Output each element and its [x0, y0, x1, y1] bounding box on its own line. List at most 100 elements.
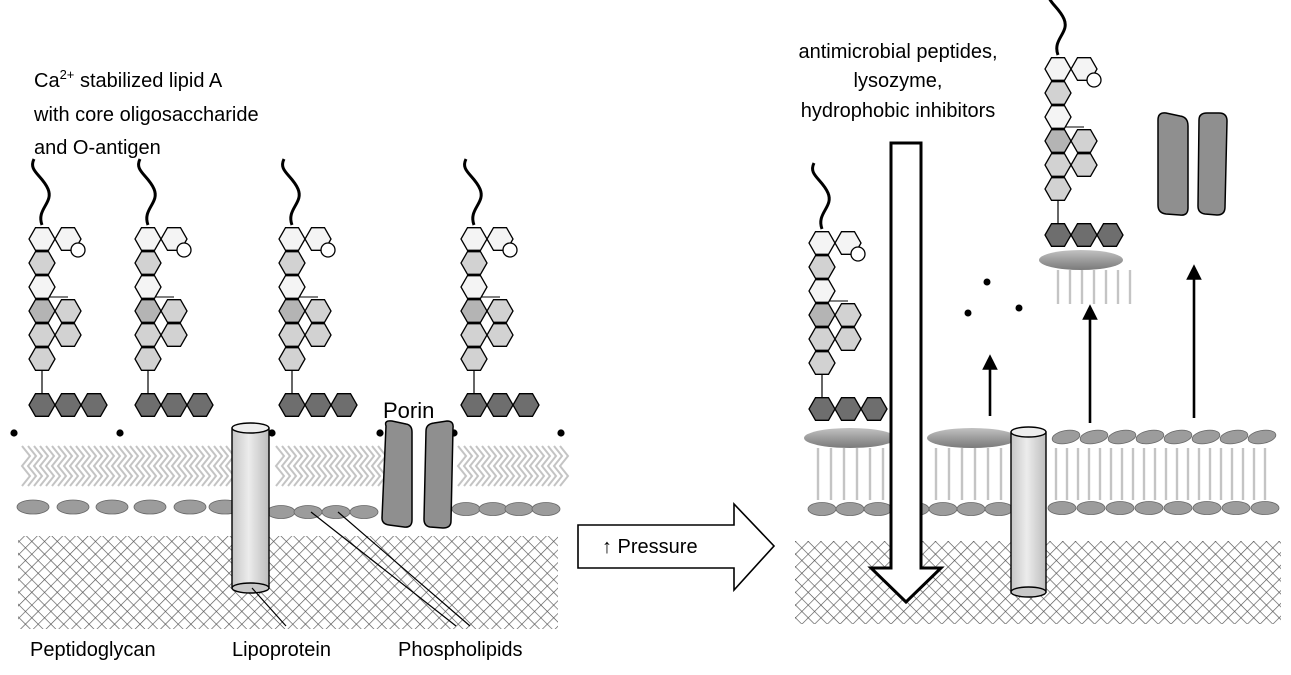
acyl-tail — [212, 445, 224, 487]
acyl-tail — [340, 445, 352, 487]
sugar-hexagon — [1044, 57, 1072, 81]
phospholipids-label: Phospholipids — [398, 639, 523, 661]
lps-molecule — [1044, 0, 1124, 247]
phospholipid-head — [1105, 501, 1135, 515]
porin-left — [381, 420, 454, 529]
phospholipid-head — [1191, 429, 1221, 445]
lipid-a-head — [927, 428, 1017, 448]
sugar-hexagon — [304, 393, 332, 417]
phospholipid-head — [478, 502, 508, 516]
sugar-hexagon — [54, 299, 82, 323]
lipid-a-head — [804, 428, 896, 448]
sugar-hexagon — [28, 299, 56, 323]
sugar-hexagon — [834, 397, 862, 421]
phospholipid-head — [1221, 501, 1251, 515]
sugar-hexagon — [808, 279, 836, 303]
peptidoglycan-label: Peptidoglycan — [30, 639, 156, 661]
calcium-ion — [557, 429, 565, 437]
sugar-hexagon — [134, 323, 162, 347]
acyl-tail — [310, 445, 322, 487]
sugar-hexagon — [304, 299, 332, 323]
lps-molecule — [460, 158, 540, 417]
acyl-tail — [540, 445, 552, 487]
acyl-tail — [152, 445, 164, 487]
sugar-hexagon — [28, 393, 56, 417]
acyl-tail — [334, 445, 346, 487]
lps-molecules-right — [808, 0, 1124, 421]
acyl-tail — [86, 445, 98, 487]
calcium-ion — [116, 429, 124, 437]
phospholipid-head — [531, 502, 561, 516]
acyl-tail — [176, 445, 188, 487]
acyl-tail — [104, 445, 116, 487]
acyl-tail — [504, 445, 516, 487]
sugar-ring — [502, 242, 518, 258]
sugar-hexagon — [134, 393, 162, 417]
sugar-hexagon — [278, 393, 306, 417]
left-panel: Ca2+ stabilized lipid A with core oligos… — [10, 67, 570, 661]
o-antigen-chain — [31, 158, 51, 226]
acyl-tail — [80, 445, 92, 487]
sugar-hexagon — [28, 275, 56, 299]
sugar-hexagon — [28, 323, 56, 347]
phospholipid-head — [293, 505, 323, 519]
acyl-tail — [370, 445, 382, 487]
sugar-hexagon — [80, 393, 108, 417]
phospholipid-head — [173, 499, 207, 515]
sugar-hexagon — [486, 323, 514, 347]
o-antigen-chain — [137, 158, 157, 226]
acyl-tail — [328, 445, 340, 487]
acyl-tail — [456, 445, 468, 487]
sugar-hexagon — [28, 347, 56, 371]
calcium-ion — [10, 429, 18, 437]
sugar-hexagon — [1070, 129, 1098, 153]
phospholipid-head — [266, 505, 296, 519]
acyl-tail — [510, 445, 522, 487]
phospholipid-head — [1047, 501, 1077, 515]
lipoprotein-right — [1010, 426, 1047, 598]
acyl-tail — [462, 445, 474, 487]
acyl-tail — [68, 445, 80, 487]
sugar-hexagon — [1044, 105, 1072, 129]
sugar-hexagon — [460, 347, 488, 371]
sugar-hexagon — [134, 227, 162, 251]
acyl-tail — [116, 445, 128, 487]
lps-molecules-left — [10, 158, 565, 437]
sugar-hexagon — [460, 393, 488, 417]
acyl-tail — [92, 445, 104, 487]
acyl-tail — [322, 445, 334, 487]
acyl-tail — [492, 445, 504, 487]
sugar-ring — [850, 246, 866, 262]
acyl-tail — [158, 445, 170, 487]
acyl-tail — [364, 445, 376, 487]
phospholipid-head — [1079, 429, 1109, 445]
acyl-tail — [346, 445, 358, 487]
sugar-hexagon — [278, 323, 306, 347]
sugar-hexagon — [1044, 129, 1072, 153]
acyl-tail — [316, 445, 328, 487]
acyl-tail — [522, 445, 534, 487]
acyl-tail — [286, 445, 298, 487]
sugar-hexagon — [304, 323, 332, 347]
acyl-tail — [128, 445, 140, 487]
agents-label-line3: hydrophobic inhibitors — [801, 100, 996, 122]
acyl-tail — [292, 445, 304, 487]
acyl-tail — [358, 445, 370, 487]
sugar-hexagon — [186, 393, 214, 417]
penetration-arrow — [867, 141, 945, 605]
acyl-tail — [558, 445, 570, 487]
phospholipid-head — [1247, 429, 1277, 445]
acyl-tail — [38, 445, 50, 487]
phospholipid-head — [321, 505, 351, 519]
phospholipid-head — [807, 502, 837, 516]
acyl-tail — [280, 445, 292, 487]
acyl-tail — [170, 445, 182, 487]
pressure-label: ↑ Pressure — [602, 536, 698, 558]
acyl-tail — [32, 445, 44, 487]
phospholipid-head — [835, 502, 865, 516]
release-arrows — [982, 264, 1202, 423]
sugar-hexagon — [278, 347, 306, 371]
pressure-arrow: ↑ Pressure — [577, 502, 776, 593]
